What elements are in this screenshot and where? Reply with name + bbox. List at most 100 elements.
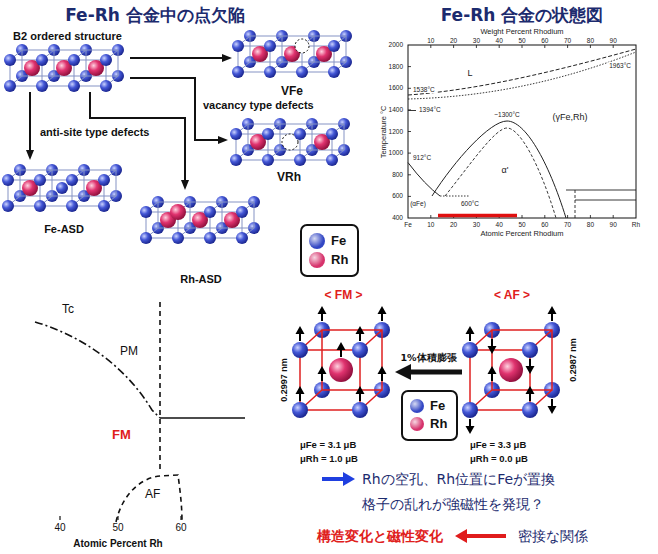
- axis-value: 40: [495, 221, 504, 228]
- legend-row: Fe: [309, 233, 348, 249]
- axis-value: 80: [586, 221, 595, 228]
- legend-text: Fe: [331, 234, 346, 249]
- axis-value: 30: [472, 37, 481, 44]
- unit-cell: < FM >: [292, 288, 395, 422]
- node-text-group: Fe-ASD: [5, 223, 123, 235]
- axis-value: 912°C: [412, 154, 432, 161]
- node-text-group: B2 ordered structure: [5, 30, 130, 42]
- axis-value: 90: [609, 221, 618, 228]
- axis-value: 800: [391, 171, 404, 178]
- axis-value: 1963°C: [608, 62, 632, 69]
- legend-row: Fe: [410, 399, 447, 414]
- axis-title: Atomic Percent Rh: [73, 538, 162, 550]
- dimension-label: 0.2987 nm: [568, 338, 578, 382]
- defect-arrow: [130, 57, 222, 59]
- axis-title: Weight Percent Rhodium: [480, 28, 563, 37]
- unit-cell: < AF >: [462, 288, 562, 422]
- axis-value: ~1300°C: [493, 111, 521, 118]
- node-label: VFe: [281, 84, 303, 98]
- axis-value: 30: [472, 221, 481, 228]
- phase-label: PM: [120, 345, 138, 359]
- legend-text: Rh: [331, 253, 348, 268]
- axis-value: 50: [112, 522, 123, 534]
- legend-box: FeRh: [401, 390, 458, 441]
- phase-label: FM: [112, 428, 131, 443]
- note-text: Rhの空孔、Rh位置にFeが置換: [362, 471, 555, 489]
- axis-value: 50: [517, 221, 526, 228]
- axis-value: 1200: [388, 128, 404, 135]
- node-text-group: Rh-ASD: [140, 273, 262, 285]
- phase-label: Tc: [62, 303, 74, 317]
- phase-label: AF: [145, 488, 160, 502]
- legend-text: Rh: [430, 417, 447, 432]
- axis-value: 70: [563, 221, 572, 228]
- axis-value: 50: [517, 37, 526, 44]
- moment-label: μRh = 0.0 μB: [470, 454, 528, 465]
- axis-value: 60: [540, 37, 549, 44]
- edge-label: 1%体積膨張: [398, 353, 458, 364]
- phase-label: α': [501, 165, 510, 175]
- note-text: 密接な関係: [518, 528, 588, 546]
- legend-box: FeRh: [300, 224, 359, 277]
- legend-swatch: [309, 252, 325, 268]
- phase-label: (γFe,Rh): [551, 112, 588, 122]
- note-text: 構造変化と磁性変化: [317, 528, 443, 546]
- legend-swatch: [309, 233, 325, 249]
- node-text-group: < AF >: [462, 288, 562, 302]
- defect-arrow: [29, 92, 31, 150]
- axis-title: Atomic Percent Rhodium: [481, 230, 564, 239]
- panel-title: Fe-Rh 合金の状態図: [441, 4, 604, 27]
- axis-value: Rh: [631, 221, 641, 228]
- axis-value: 1400: [388, 106, 404, 113]
- expansion-arrow: [411, 370, 462, 375]
- axis-value: 600°C: [460, 200, 480, 207]
- axis-value: 90: [609, 37, 618, 44]
- legend-row: Rh: [309, 252, 348, 268]
- legend-swatch: [410, 417, 424, 431]
- axis-value: 1000: [388, 149, 404, 156]
- axis-value: 1600: [388, 84, 404, 91]
- axis-value: 600: [391, 192, 404, 199]
- node-label: < AF >: [494, 288, 530, 302]
- axis-value: 1394°C: [418, 106, 442, 113]
- node-text-group: < FM >: [292, 288, 395, 302]
- phase-label: L: [466, 68, 473, 78]
- axis-value: 10: [426, 221, 435, 228]
- axis-value: 60: [540, 221, 549, 228]
- moment-label: μFe = 3.3 μB: [470, 440, 526, 451]
- node-label: VRh: [277, 170, 301, 184]
- node-label: Rh-ASD: [180, 273, 222, 285]
- node-label: B2 ordered structure: [13, 30, 122, 42]
- crystal-structure: VRh: [228, 114, 350, 184]
- axis-value: 60: [175, 522, 186, 534]
- legend-text: Fe: [430, 399, 445, 414]
- axis-value: 1800: [388, 63, 404, 70]
- axis-value: 40: [495, 37, 504, 44]
- axis-value: 20: [449, 221, 458, 228]
- axis-value: Fe: [403, 221, 413, 228]
- moment-label: μFe = 3.1 μB: [300, 440, 356, 451]
- dimension-label: 0.2997 nm: [279, 358, 289, 402]
- note-text: 格子の乱れが強磁性を発現？: [362, 496, 544, 514]
- legend-row: Rh: [410, 417, 447, 432]
- node-text-group: VRh: [228, 170, 350, 184]
- node-label: Fe-ASD: [44, 223, 84, 235]
- axis-value: 70: [563, 37, 572, 44]
- node-text-group: VFe: [232, 84, 352, 98]
- crystal-structure: Rh-ASD: [140, 190, 262, 285]
- moment-label: μRh = 1.0 μB: [300, 454, 358, 465]
- crystal-structure: B2 ordered structure: [5, 30, 130, 92]
- axis-value: (αFe): [409, 200, 427, 207]
- axis-value: 20: [449, 37, 458, 44]
- defect-type-label: anti-site type defects: [40, 126, 149, 138]
- axis-value: 2000: [388, 41, 404, 48]
- defect-type-label: vacancy type defects: [203, 99, 314, 111]
- legend-swatch: [410, 399, 424, 413]
- axis-value: 40: [54, 522, 65, 534]
- crystal-structure: VFe: [232, 28, 352, 98]
- axis-value: 10: [426, 37, 435, 44]
